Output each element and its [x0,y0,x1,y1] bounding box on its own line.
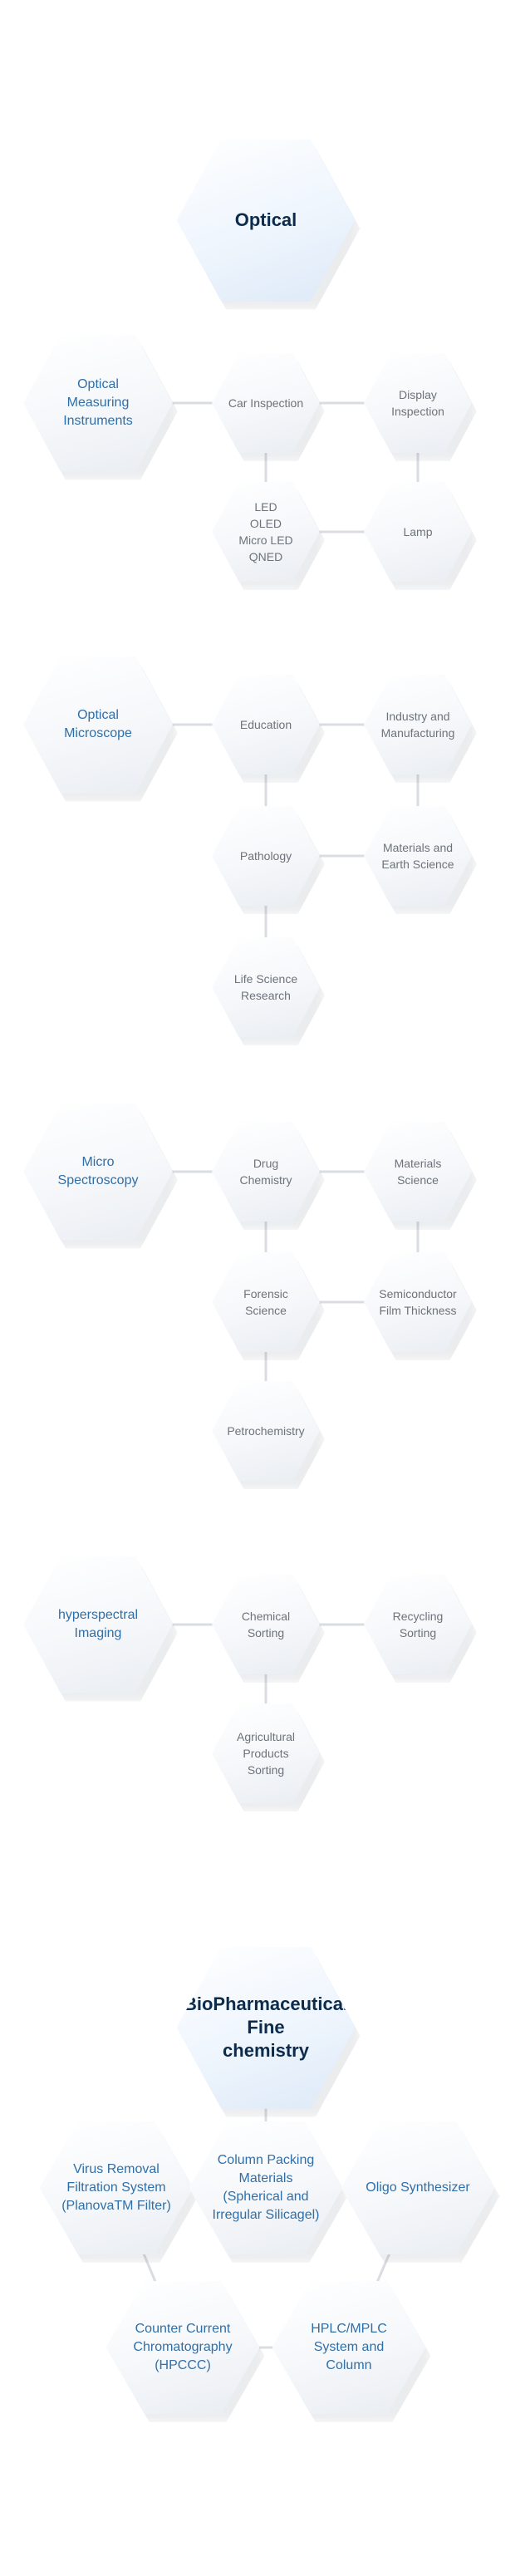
bio-item-hex[interactable]: Column Packing Materials (Spherical and … [189,2121,343,2254]
microscope-item-hex-label: Education [239,718,292,731]
hyperspectral-item-hex-label: Chemical Sorting [241,1610,291,1639]
hyperspectral-category-hex-label: hyperspectral Imaging [57,1608,139,1640]
bio-item-hex[interactable]: HPLC/MPLC System and Column [272,2281,426,2414]
measuring-category-hex[interactable]: Optical Measuring Instruments [23,334,173,472]
hyperspectral-item-hex-label: Agricultural Products Sorting [236,1730,296,1777]
microscope-item-hex-label: Materials and Earth Science [381,841,454,871]
measuring-item-hex-label: Car Inspection [228,396,304,410]
measuring-item-hex-label: LED OLED Micro LED QNED [238,500,293,563]
spectroscopy-item-hex-label: Forensic Science [243,1287,288,1317]
bio-item-hex[interactable]: Virus Removal Filtration System (Planova… [39,2121,194,2254]
measuring-item-hex-label: Lamp [403,525,433,538]
measuring-category-hex-label: Optical Measuring Instruments [63,377,133,428]
bio-item-hex-label: Counter Current Chromatography (HPCCC) [133,2322,233,2372]
optical-title-hex-label: Optical [234,209,297,230]
microscope-item-hex-label: Life Science Research [233,972,298,1002]
spectroscopy-item-hex-label: Petrochemistry [227,1424,305,1438]
microscope-item-hex-label: Pathology [239,849,292,863]
bio-title-hex-label: BioPharmaceutical Fine chemistry [183,1993,349,2061]
bio-item-hex-label: Oligo Synthesizer [366,2180,470,2195]
spectroscopy-item-hex-label: Drug Chemistry [239,1157,292,1187]
bio-item-hex[interactable]: Counter Current Chromatography (HPCCC) [106,2281,260,2414]
microscope-category-hex-label: Optical Microscope [64,708,132,740]
microscope-category-hex[interactable]: Optical Microscope [23,656,173,794]
spectroscopy-category-hex-label: Micro Spectroscopy [57,1155,139,1187]
bio-item-hex-label: Virus Removal Filtration System (Planova… [61,2162,171,2213]
spectroscopy-category-hex[interactable]: Micro Spectroscopy [23,1103,173,1241]
microscope-item-hex-label: Industry and Manufacturing [380,710,455,740]
hyperspectral-category-hex[interactable]: hyperspectral Imaging [23,1556,173,1694]
measuring-item-hex-label: Display Inspection [391,388,444,418]
bio-item-hex-label: HPLC/MPLC System and Column [311,2322,387,2372]
bio-item-hex[interactable]: Oligo Synthesizer [341,2121,495,2254]
hyperspectral-item-hex-label: Recycling Sorting [392,1610,444,1639]
spectroscopy-item-hex-label: Materials Science [394,1157,442,1187]
bio-item-hex-label: Column Packing Materials (Spherical and … [212,2153,320,2222]
spectroscopy-item-hex-label: Semiconductor Film Thickness [379,1287,457,1317]
